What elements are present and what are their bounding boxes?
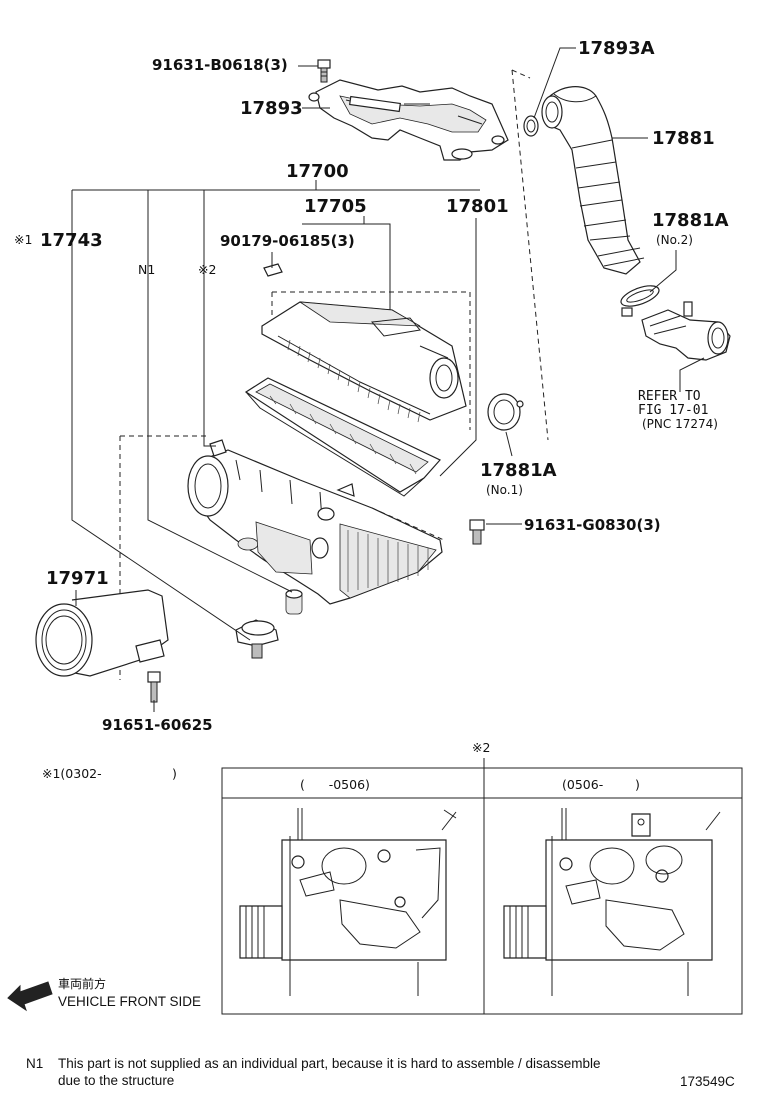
label-ref-mark-2: ※2 (198, 262, 216, 277)
label-n1-mark: N1 (138, 262, 155, 277)
clamp-17881a-no2-part (620, 285, 660, 317)
vehicle-front-en: VEHICLE FRONT SIDE (58, 994, 201, 1009)
variant-note-right: ) (172, 766, 177, 781)
bolt-91631-b0618-icon (317, 59, 331, 83)
footer-n1-text-2: due to the structure (58, 1073, 174, 1088)
label-17893a: 17893A (578, 38, 655, 59)
arrow-left-icon (7, 981, 53, 1012)
air-cleaner-case-part (187, 439, 443, 605)
variant-col2-header: (0506- ) (562, 777, 640, 792)
variant-note-left: ※1(0302- (42, 766, 102, 781)
clamp-17893a-part (523, 115, 539, 137)
label-ref-mark-1: ※1 (14, 232, 32, 247)
label-17881a-no2-sub: (No.2) (656, 233, 693, 247)
clamp-17881a-no1-part (487, 393, 524, 431)
label-refer-fig: FIG 17-01 (638, 403, 708, 418)
label-17881a-no1-sub: (No.1) (486, 483, 523, 497)
label-17700: 17700 (286, 161, 349, 182)
variant-col1-header: ( -0506) (300, 777, 370, 792)
figure-id: 173549C (680, 1074, 735, 1089)
label-17881a-no2: 17881A (652, 210, 729, 231)
label-refer-to: REFER TO (638, 389, 701, 404)
label-91631-g0830: 91631-G0830(3) (524, 516, 661, 534)
label-90179: 90179-06185(3) (220, 232, 355, 250)
footer-n1-text-1: This part is not supplied as an individu… (58, 1056, 601, 1071)
footer-n1-label: N1 (26, 1056, 43, 1071)
variant-case-late (503, 808, 721, 996)
upper-duct-part (308, 79, 509, 161)
bolt-91631-g0830-icon (469, 519, 485, 545)
label-17881: 17881 (652, 128, 715, 149)
variant-box (221, 767, 743, 1015)
variant-case-early (239, 808, 457, 996)
variant-mark: ※2 (472, 740, 490, 755)
sensor-part (235, 619, 279, 659)
air-cleaner-cap-part (261, 301, 467, 423)
label-91631-b0618: 91631-B0618(3) (152, 56, 288, 74)
label-91651-60625: 91651-60625 (102, 716, 213, 734)
label-17893: 17893 (240, 98, 303, 119)
air-filter-element-part (244, 377, 441, 497)
clip-90179-icon (263, 263, 283, 277)
label-17743: 17743 (40, 230, 103, 251)
label-17971: 17971 (46, 568, 109, 589)
vehicle-front-jp: 車両前方 (58, 976, 106, 991)
air-inlet-part (35, 589, 169, 677)
intake-adapter-part (641, 301, 731, 361)
label-17705: 17705 (304, 196, 367, 217)
hose-17881-part (541, 86, 645, 275)
grommet-part (285, 589, 303, 615)
label-17801: 17801 (446, 196, 509, 217)
bolt-91651-60625-icon (147, 671, 161, 703)
label-refer-pnc: (PNC 17274) (642, 417, 718, 431)
label-17881a-no1: 17881A (480, 460, 557, 481)
